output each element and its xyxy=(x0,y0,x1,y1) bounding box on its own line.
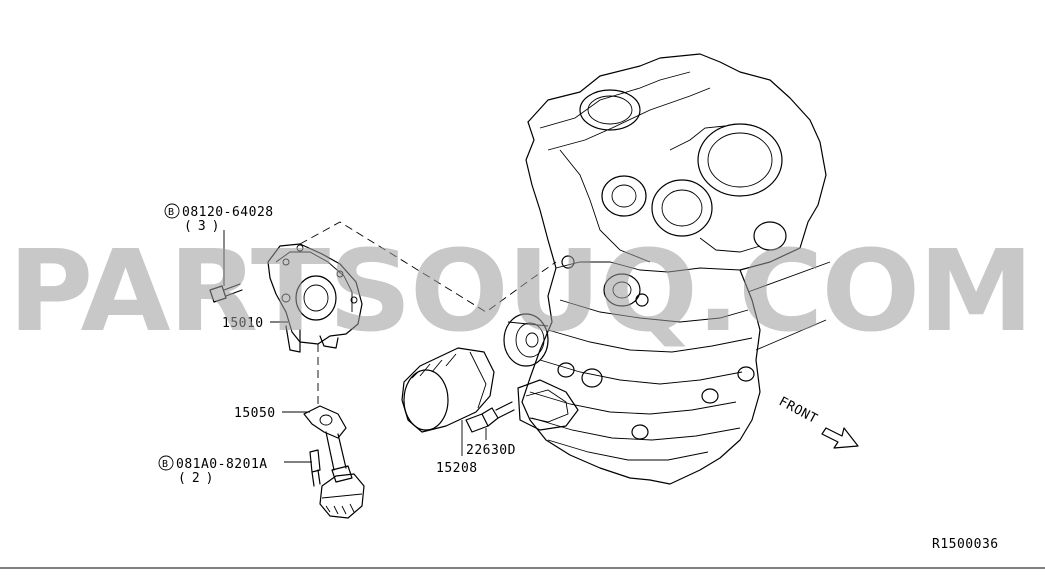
front-indicator: FRONT xyxy=(776,394,859,449)
bolt-upper xyxy=(209,283,243,303)
part-number-pressure-switch: 22630D xyxy=(466,443,516,458)
oil-filter xyxy=(401,347,495,433)
front-arrow-icon xyxy=(821,427,859,449)
bolt-symbol-lower xyxy=(158,455,174,471)
oil-pump xyxy=(267,243,363,353)
part-number-oil-filter: 15208 xyxy=(436,461,478,476)
watermark: PARTSOUQ.COM xyxy=(8,227,1032,357)
crank-pulley xyxy=(503,313,549,367)
bolt-symbol-upper xyxy=(164,203,180,219)
qty-bolt-upper: (3) xyxy=(184,219,225,234)
gasket xyxy=(303,405,347,439)
part-number-gasket: 15050 xyxy=(234,406,276,421)
bolt-symbol-upper-letter: B xyxy=(168,207,175,218)
front-label: FRONT xyxy=(776,394,820,427)
oil-pressure-switch xyxy=(465,401,515,433)
part-number-bolt-upper: 08120-64028 xyxy=(182,205,274,220)
label-bolt-upper: B 08120-64028 (3) xyxy=(164,203,274,234)
bolt-symbol-lower-letter: B xyxy=(162,459,169,470)
part-number-bolt-lower: 081A0-8201A xyxy=(176,457,268,472)
part-number-oil-pump: 15010 xyxy=(222,316,264,331)
engine-block xyxy=(503,53,831,485)
label-bolt-lower: B 081A0-8201A (2) xyxy=(158,455,268,486)
bolt-lower xyxy=(309,449,321,487)
qty-bolt-lower: (2) xyxy=(178,471,219,486)
diagram-id: R1500036 xyxy=(932,537,999,552)
oil-strainer xyxy=(319,431,365,519)
alignment-line-pump xyxy=(299,221,557,313)
